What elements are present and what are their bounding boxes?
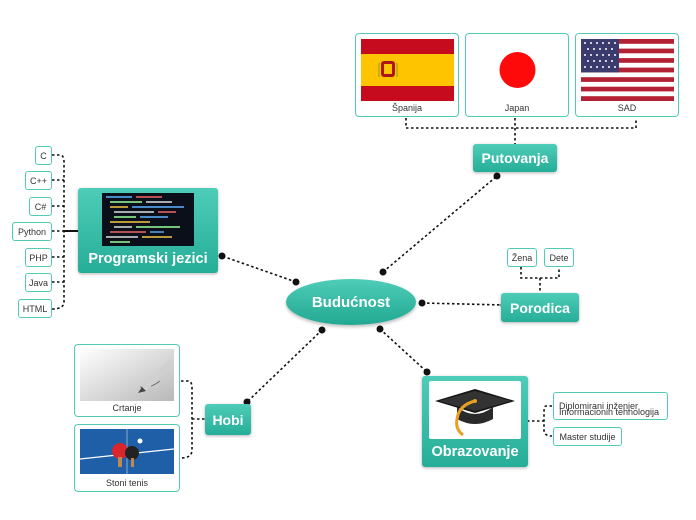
hobby-item-table-tennis[interactable]: Stoni tenis	[74, 424, 180, 492]
topic-hobbies[interactable]: Hobi	[205, 404, 251, 435]
education-item-degree[interactable]: Diplomirani inženjer	[553, 392, 668, 420]
language-item-c[interactable]: C	[35, 146, 52, 165]
language-item-java[interactable]: Java	[25, 273, 52, 292]
language-item-html[interactable]: HTML	[18, 299, 52, 318]
education-degree-line1: Diplomirani inženjer	[559, 400, 639, 411]
travel-item-spain[interactable]: Španija	[355, 33, 459, 117]
education-item-master[interactable]: Master studije	[553, 427, 622, 446]
hobby-item-label: Stoni tenis	[105, 478, 149, 488]
travel-item-japan[interactable]: Japan	[465, 33, 569, 117]
topic-education[interactable]: Obrazovanje	[422, 376, 528, 467]
table-tennis-icon	[80, 429, 174, 474]
central-node[interactable]: Budućnost	[286, 279, 416, 325]
travel-item-label: Japan	[504, 103, 530, 113]
travel-item-label: SAD	[617, 103, 637, 113]
language-item-cpp[interactable]: C++	[25, 171, 52, 190]
education-degree-line2: Informacionih tehnologija	[559, 407, 660, 417]
family-item-wife[interactable]: Žena	[507, 248, 537, 267]
graduation-cap-icon	[429, 381, 521, 439]
hobby-item-drawing[interactable]: Crtanje	[74, 344, 180, 417]
topic-programming[interactable]: Programski jezici	[78, 188, 218, 273]
travel-item-usa[interactable]: SAD	[575, 33, 679, 117]
topic-travel[interactable]: Putovanja	[473, 144, 557, 172]
pencil-drawing-icon	[80, 349, 174, 401]
topic-family[interactable]: Porodica	[501, 293, 579, 322]
hobby-item-label: Crtanje	[112, 403, 142, 413]
japan-flag-icon	[471, 39, 564, 101]
language-item-php[interactable]: PHP	[25, 248, 52, 267]
travel-item-label: Španija	[391, 103, 423, 113]
topic-programming-label: Programski jezici	[88, 251, 208, 267]
language-item-python[interactable]: Python	[12, 222, 52, 241]
family-item-child[interactable]: Dete	[544, 248, 574, 267]
topic-education-label: Obrazovanje	[431, 444, 519, 460]
code-screen-icon	[102, 193, 194, 246]
spain-flag-icon	[361, 39, 454, 101]
language-item-csharp[interactable]: C#	[29, 197, 52, 216]
usa-flag-icon	[581, 39, 674, 101]
